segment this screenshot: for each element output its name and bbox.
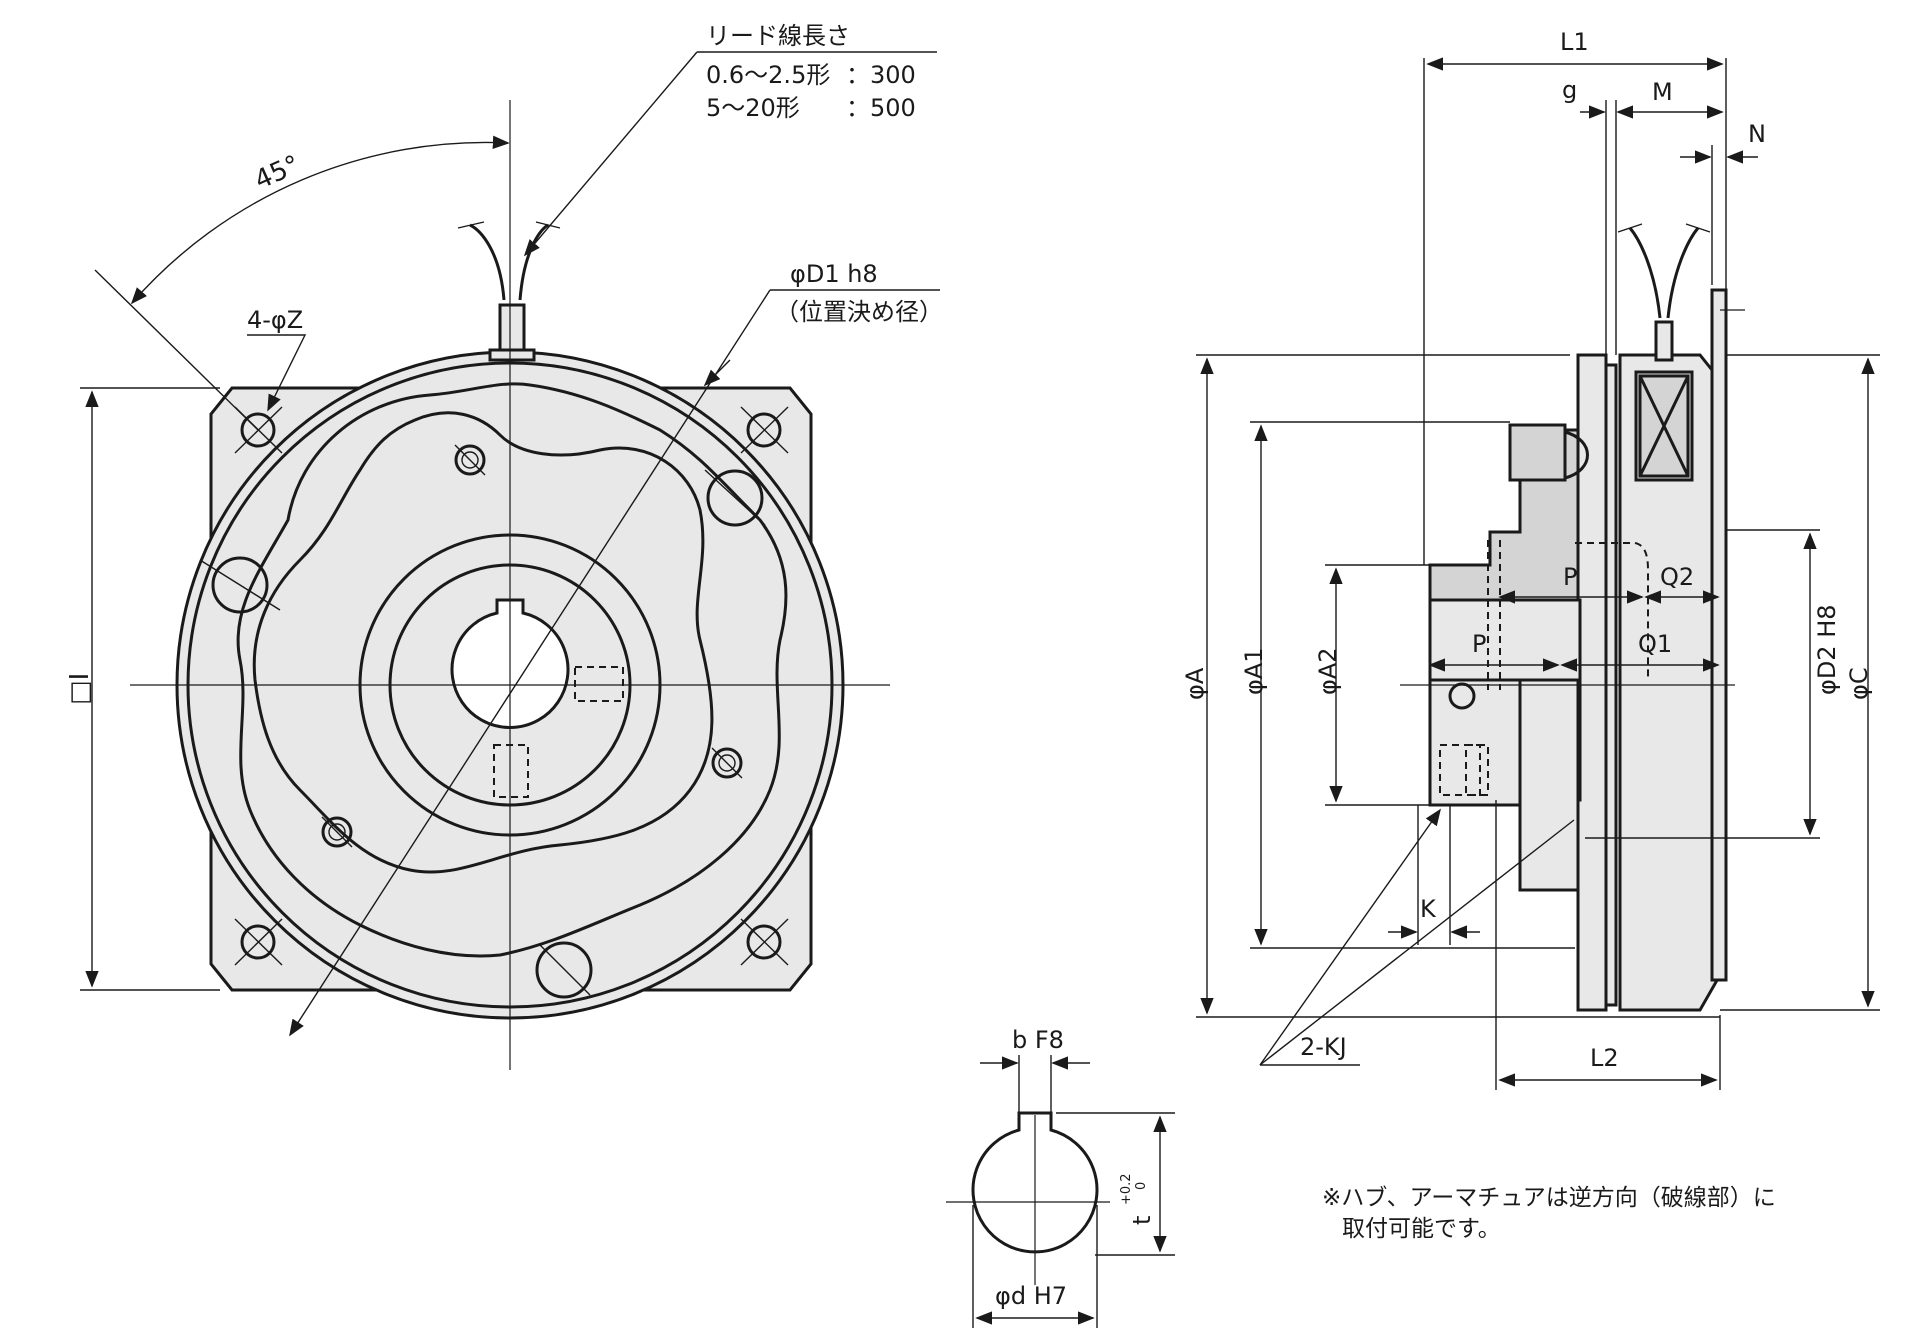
phiC-label: φC	[1845, 667, 1873, 700]
holes-leader	[247, 334, 307, 412]
hub-collar	[1428, 678, 1522, 807]
phiA1-label: φA1	[1240, 647, 1268, 695]
armature-plate	[236, 382, 788, 958]
square-label: □I	[65, 673, 95, 705]
side-flange-plate	[1710, 288, 1728, 982]
KJ-leader-1	[1259, 808, 1441, 1066]
lead-wire-value-1: ：300	[846, 61, 916, 89]
lead-wire-range-1: 0.6〜2.5形	[706, 61, 830, 89]
mounting-note: ※ハブ、アーマチュアは逆方向（破線部）に 取付可能です。	[1322, 1185, 1776, 1242]
L2-label: L2	[1590, 1044, 1619, 1072]
angle-label: 45°	[250, 150, 304, 196]
lead-wire-leader	[523, 51, 698, 257]
key-depth-tol-upper: +0.2	[1119, 1173, 1134, 1205]
set-screw-bottom	[493, 744, 529, 798]
KJ-leader-2	[1259, 819, 1575, 1066]
lead-wire-value-2: ：500	[846, 94, 916, 122]
phiA2-label: φA2	[1314, 647, 1342, 695]
lead-wire-title: リード線長さ	[706, 22, 850, 50]
note-line-1: ※ハブ、アーマチュアは逆方向（破線部）に	[1322, 1185, 1776, 1211]
front-view: 45° 4-φZ リード線長さ 0.6〜2.5形 ：300 5〜20形 ：500…	[65, 22, 943, 1070]
lead-base	[488, 348, 536, 362]
set-screw-right	[574, 666, 624, 702]
lead-wire-left	[469, 223, 506, 301]
pilot-diameter-note: （位置決め径）	[775, 298, 943, 326]
phiA-label: φA	[1181, 667, 1209, 700]
Q2-label: Q2	[1660, 563, 1694, 591]
lead-wire-range-2: 5〜20形	[706, 94, 800, 122]
key-width-label: b F8	[1012, 1026, 1064, 1054]
lead-bushing	[498, 303, 526, 357]
K-label: K	[1420, 895, 1437, 923]
g-label: g	[1562, 76, 1577, 104]
bore-label: φd H7	[995, 1282, 1067, 1310]
N-label: N	[1748, 120, 1766, 148]
P-lower-label: P	[1472, 630, 1486, 658]
angle-arc	[130, 135, 510, 305]
key-depth-label: t	[1128, 1216, 1156, 1225]
KJ-label: 2-KJ	[1300, 1033, 1347, 1061]
armature-holes	[211, 469, 764, 999]
M-label: M	[1652, 78, 1673, 106]
side-lead-bushing	[1654, 320, 1674, 362]
hub-screw	[1508, 423, 1567, 482]
alt-mounting-dashed	[1575, 542, 1649, 680]
key-depth-tol-lower: 0	[1134, 1182, 1149, 1190]
L1-label: L1	[1560, 28, 1589, 56]
note-line-2: 取付可能です。	[1342, 1216, 1501, 1242]
pilot-diameter-label: φD1 h8	[790, 260, 878, 288]
pilot-diameter-line	[289, 289, 771, 1037]
mounting-holes	[240, 412, 782, 960]
armature-plate-side	[1576, 353, 1608, 1012]
lead-wire-right	[518, 223, 549, 301]
bore-detail: b F8 t +0.2 0 φd H7	[946, 1026, 1175, 1328]
hub-sleeve	[1518, 678, 1580, 892]
phiD2-label: φD2 H8	[1813, 604, 1841, 695]
holes-label: 4-φZ	[247, 306, 303, 334]
hub-screws	[321, 444, 743, 848]
P-upper-label: P	[1563, 563, 1577, 591]
Q1-label: Q1	[1638, 630, 1672, 658]
side-view: L1 g M N φA φA1 φA2 φD2 H8	[1181, 28, 1880, 1090]
